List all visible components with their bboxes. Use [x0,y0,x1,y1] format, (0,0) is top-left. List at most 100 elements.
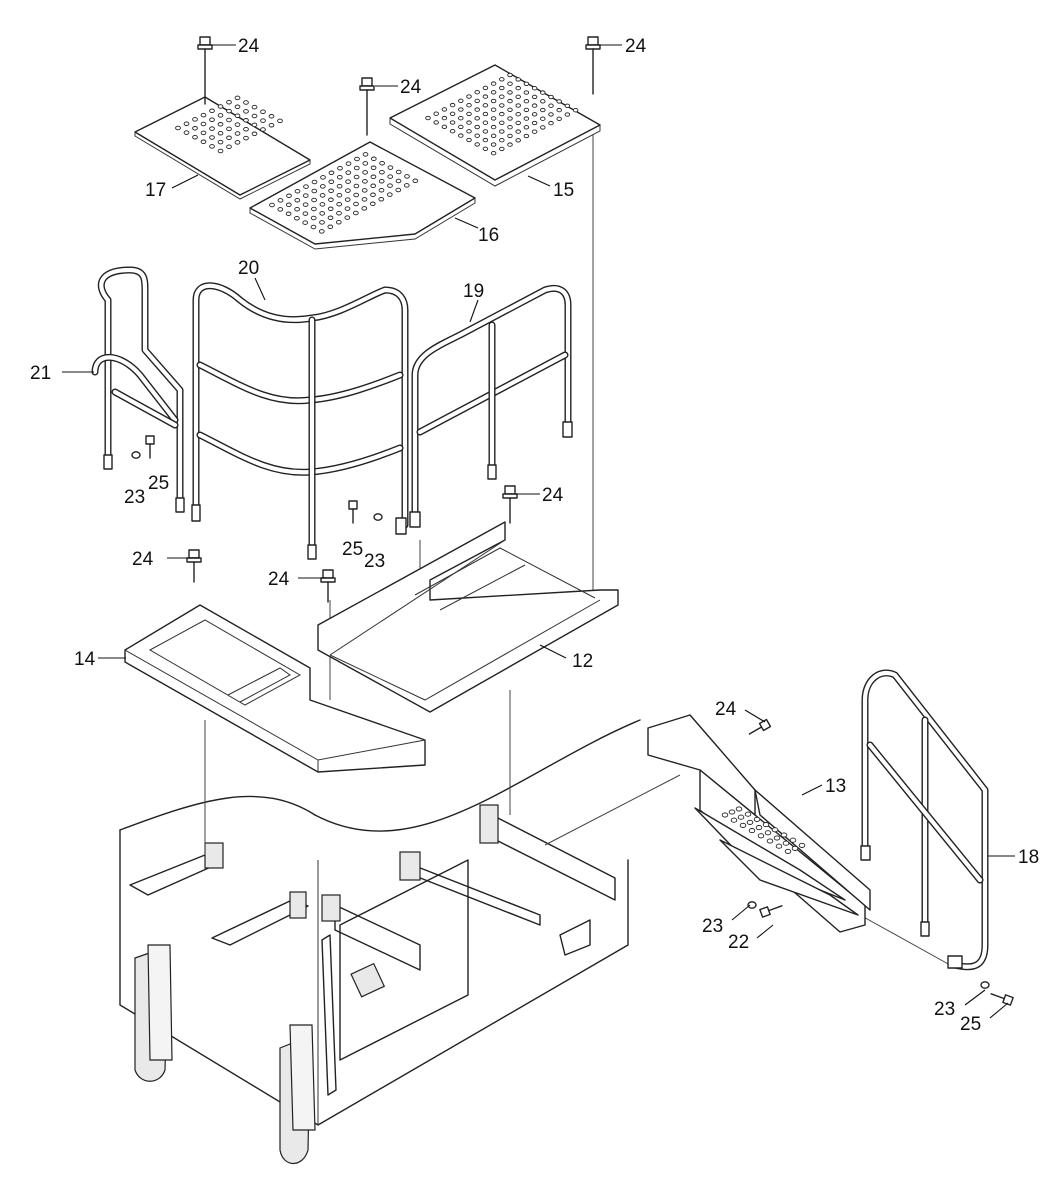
perforation-hole [775,843,783,849]
perforation-hole [200,121,207,127]
perforation-hole [378,187,385,193]
perforation-hole [243,126,249,132]
perforation-hole [507,81,513,86]
perforation-hole [226,135,232,141]
perforation-hole [362,161,369,166]
perforation-hole [482,103,489,108]
perforation-hole [531,120,538,126]
label-17: 17 [145,180,166,201]
label-20: 20 [238,258,259,279]
label-24-frame-left: 24 [132,549,154,570]
perforation-hole [482,94,489,99]
perforation-hole [260,118,266,123]
perforation-hole [523,125,530,130]
label-24-top-right: 24 [625,36,647,57]
perforation-hole [354,156,360,162]
perforation-hole [507,125,513,130]
perforation-hole [531,94,538,100]
perforation-hole [548,120,554,126]
perforation-hole [370,192,376,198]
label-23-left: 23 [124,487,145,508]
perforation-hole [773,835,781,841]
perforation-hole [474,116,480,121]
perforation-hole [200,130,207,136]
perforation-hole [515,112,521,117]
perforation-hole [260,109,266,114]
perforation-hole [251,104,258,110]
step-13 [647,714,871,933]
label-24-step: 24 [715,699,737,720]
perforation-hole [441,107,448,112]
perforation-hole [548,112,554,117]
perforation-hole [302,202,309,207]
perforation-hole [200,112,207,118]
perforation-hole [507,116,513,121]
perforation-hole [780,832,788,838]
perforation-hole [336,201,343,207]
perforation-hole [192,126,198,131]
perforation-hole [311,179,318,185]
perforation-hole [395,187,402,193]
label-24-top-middle: 24 [400,77,422,98]
perforation-hole [353,201,359,207]
perforation-hole [482,85,489,91]
bolt-head [322,569,334,579]
perforation-hole [328,188,334,194]
perforation-hole [362,152,369,157]
perforation-hole [458,124,464,130]
perforation-hole [721,812,729,818]
perforation-hole [564,103,571,108]
perforation-hole [507,98,513,104]
perforation-hole [335,219,342,225]
perforation-hole [791,845,799,851]
perforation-hole [327,206,334,212]
perforation-hole [362,170,368,175]
perforation-hole [260,127,266,132]
perforation-hole [762,822,770,828]
perforation-hole [412,178,419,184]
perforation-hole [458,98,464,103]
perforation-hole [499,146,505,152]
perforation-hole [234,104,241,110]
perforation-hole [217,139,224,145]
perforation-hole [243,109,249,114]
perforation-hole [370,183,377,189]
perforation-hole [474,107,480,112]
perforation-hole [784,848,792,854]
perforation-hole [318,229,325,234]
perforation-hole [449,120,456,125]
small-bolt [990,993,1014,1006]
label-24-frame-center: 24 [268,569,290,590]
perforation-hole [234,122,241,127]
perforation-hole [310,215,317,221]
perforation-hole [361,197,368,202]
perforation-hole [294,197,301,203]
floor-plate-17 [134,95,311,200]
lock-washer [747,901,757,909]
perforation-hole [226,108,232,114]
perforation-hole [294,215,300,221]
perforation-hole [507,142,513,147]
perforation-hole [515,85,521,91]
perforation-hole [531,103,538,108]
perforation-hole [319,220,325,225]
floor-plate-16 [249,141,476,250]
perforation-hole [540,125,546,130]
perforation-hole [217,148,224,154]
perforation-hole [449,129,456,134]
perforation-hole [744,811,752,817]
perforation-hole [540,116,546,121]
perforation-hole [243,100,249,105]
small-bolt [759,905,783,918]
perforation-hole [523,116,530,121]
perforation-hole [757,833,765,839]
perforation-hole [474,133,480,138]
perforation-hole [234,113,241,118]
perforation-hole [523,81,530,86]
perforation-hole [490,151,497,156]
label-25-rail: 25 [960,1014,981,1035]
label-16: 16 [478,225,499,246]
perforation-hole [217,122,224,127]
label-24-top-left: 24 [238,36,260,57]
perforation-hole [433,111,439,116]
